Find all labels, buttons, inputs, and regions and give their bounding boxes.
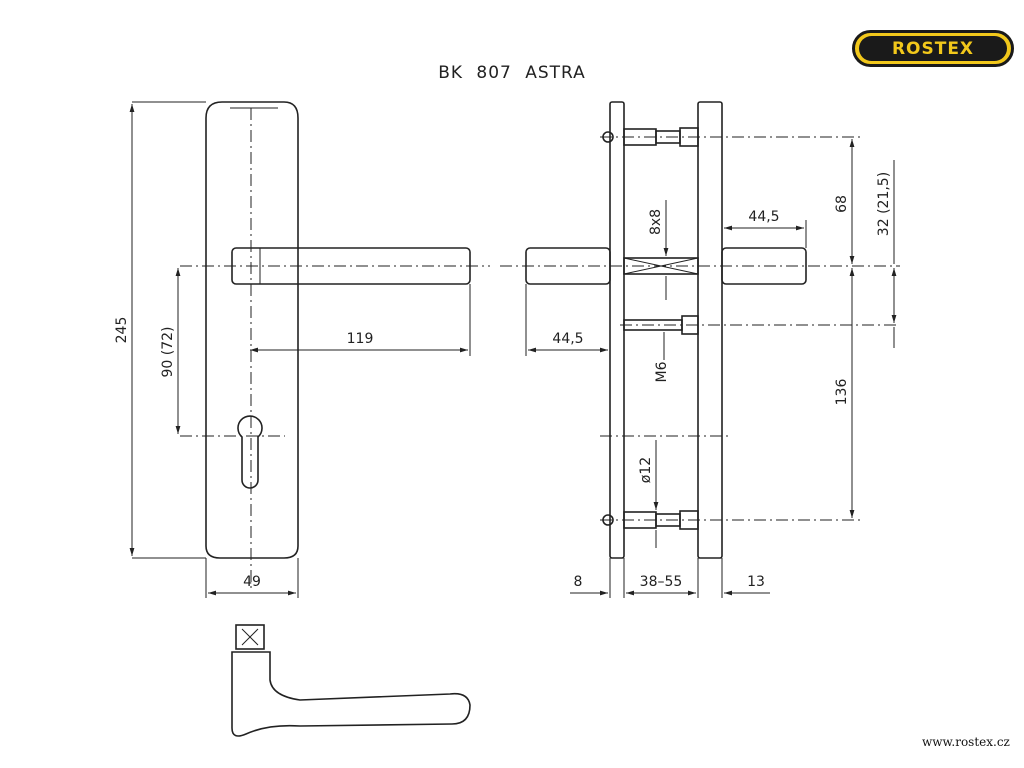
dim-inner-plate-thickness: 13 <box>747 574 765 590</box>
inner-plate <box>697 101 723 559</box>
dim-lever-length: 119 <box>347 331 374 347</box>
dim-lever-spindle-left: 44,5 <box>552 331 583 347</box>
dim-door-thickness: 38–55 <box>640 574 683 590</box>
logo-text: ROSTEX <box>891 38 975 59</box>
dim-cylinder-spacing: 90 (72) <box>160 326 176 377</box>
dim-bolt-diameter: ø12 <box>638 457 654 483</box>
dim-lower-bolt-spacing: 136 <box>834 379 850 406</box>
lever-profile <box>231 651 471 737</box>
drawing-title: BK 807 ASTRA <box>438 63 586 83</box>
front-plate-outline <box>205 101 299 559</box>
dim-upper-bolt-spacing: 68 <box>834 195 850 213</box>
dim-cylinder-offset: 32 (21,5) <box>876 172 892 236</box>
dim-screw-thread: M6 <box>654 361 670 382</box>
website-url: www.rostex.cz <box>922 735 1010 749</box>
rostex-logo: ROSTEX <box>852 30 1014 67</box>
dim-outer-plate-thickness: 8 <box>574 574 583 590</box>
dim-overall-height: 245 <box>114 317 130 344</box>
lever-top-view <box>231 624 471 737</box>
keyhole <box>237 415 263 489</box>
dim-spindle-square: 8x8 <box>648 209 664 235</box>
front-view <box>129 101 490 598</box>
dim-plate-width: 49 <box>243 574 261 590</box>
outer-plate <box>609 101 625 559</box>
side-view <box>500 101 900 598</box>
dim-lever-spindle-right: 44,5 <box>748 209 779 225</box>
